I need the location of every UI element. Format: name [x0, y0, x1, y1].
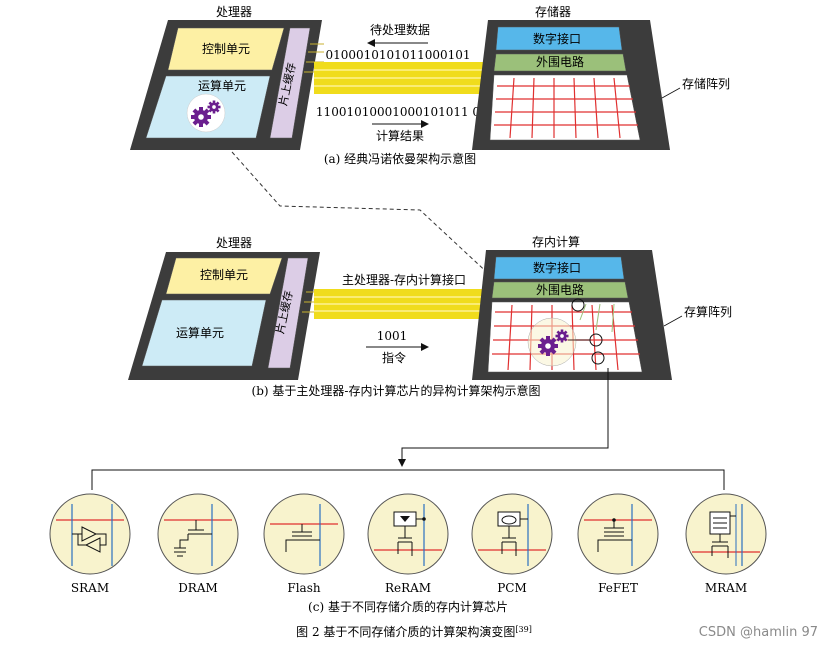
cell-label-pcm: PCM	[497, 581, 527, 595]
cell-fefet	[577, 493, 659, 575]
cell-mram	[685, 493, 767, 575]
connector-to-c	[91, 368, 725, 490]
cell-dram	[157, 493, 239, 575]
control-unit-label-b: 控制单元	[200, 268, 248, 282]
part-c: SRAM DRAM Flash ReRAM PCM FeFET MRAM (c)…	[49, 493, 767, 614]
instruction-bits-b: 1001	[377, 329, 408, 343]
memory-chip-a	[472, 20, 670, 150]
alu-label-a: 运算单元	[198, 78, 246, 93]
cell-label-dram: DRAM	[178, 581, 218, 595]
gear-icon	[538, 336, 558, 356]
instruction-label-b: 指令	[382, 350, 406, 365]
processor-title-b: 处理器	[216, 236, 252, 250]
caption-b: (b) 基于主处理器-存内计算芯片的异构计算架构示意图	[252, 383, 541, 398]
gear-icon	[555, 329, 569, 343]
array-label-a: 存储阵列	[682, 76, 730, 91]
alu-label-b: 运算单元	[176, 325, 224, 340]
result-label-a: 计算结果	[376, 128, 424, 143]
cim-chip-b	[472, 250, 672, 380]
cell-pcm	[471, 493, 553, 575]
figure-reference: [39]	[515, 625, 531, 634]
array-label-b: 存算阵列	[684, 304, 732, 319]
cell-label-reram: ReRAM	[385, 581, 431, 595]
figure-caption: 图 2 基于不同存储介质的计算架构演变图[39]	[296, 624, 532, 639]
cell-label-mram: MRAM	[705, 581, 747, 595]
part-b: 处理器 控制单元 运算单元 片上缓存 主处理器-存内计算接口 1001 指令	[128, 234, 732, 398]
interface-bus-b	[314, 289, 498, 319]
memory-array-a	[494, 77, 638, 139]
peripheral-circuit-label-b: 外围电路	[536, 282, 584, 297]
bits-top-a: 0100010101011000101	[325, 48, 470, 62]
processor-chip-b	[128, 252, 322, 380]
processor-chip-a	[130, 20, 324, 150]
bits-bottom-a: 11001010001000101011 0	[316, 105, 480, 119]
cell-sram	[49, 493, 131, 575]
cell-label-sram: SRAM	[71, 581, 109, 595]
caption-a: (a) 经典冯诺依曼架构示意图	[324, 151, 476, 166]
figure-caption-text: 图 2 基于不同存储介质的计算架构演变图	[296, 624, 515, 639]
interface-label-b: 主处理器-存内计算接口	[342, 272, 466, 287]
processor-title-a: 处理器	[216, 5, 252, 19]
peripheral-circuit-label-a: 外围电路	[536, 54, 584, 69]
cim-title-b: 存内计算	[532, 234, 580, 249]
digital-interface-label-b: 数字接口	[533, 260, 581, 275]
cell-reram	[367, 493, 449, 575]
control-unit-label-a: 控制单元	[202, 42, 250, 56]
data-to-process-label: 待处理数据	[370, 22, 430, 37]
cell-label-fefet: FeFET	[598, 581, 638, 595]
dashed-connector	[231, 151, 537, 319]
cell-flash	[263, 493, 345, 575]
digital-interface-label-a: 数字接口	[533, 31, 581, 46]
part-a: 处理器 控制单元 运算单元 片上缓存 待处理数据 010001010101100…	[130, 4, 730, 166]
data-bus-a	[314, 62, 498, 94]
caption-c: (c) 基于不同存储介质的存内计算芯片	[308, 599, 508, 614]
gear-icon	[207, 100, 221, 114]
watermark: CSDN @hamlin 97	[699, 625, 818, 640]
memory-title-a: 存储器	[535, 4, 571, 19]
cell-label-flash: Flash	[287, 581, 320, 595]
gear-icon	[191, 107, 211, 127]
